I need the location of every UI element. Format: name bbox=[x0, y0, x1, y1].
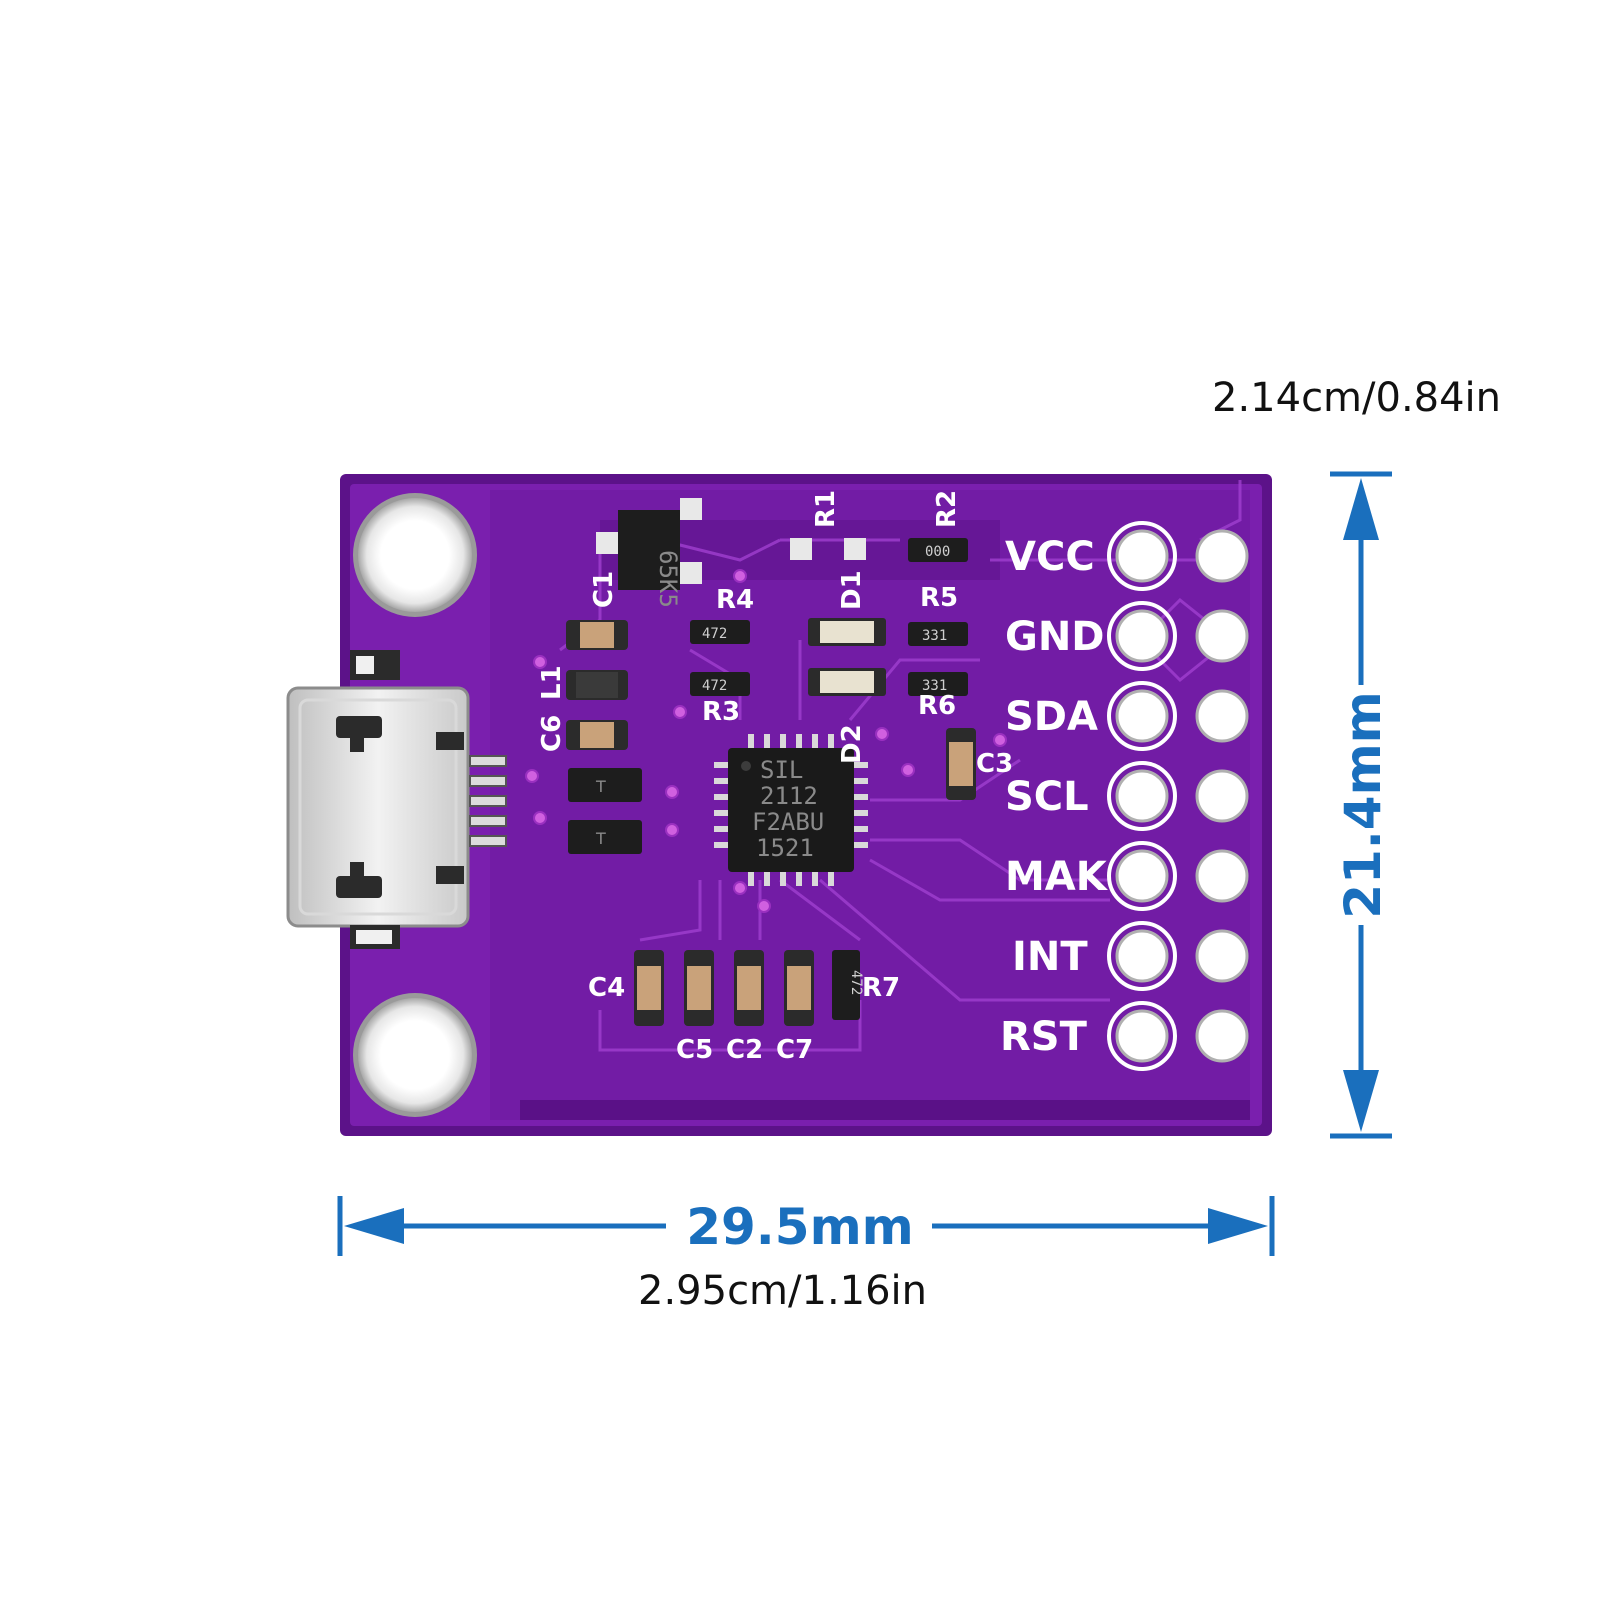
mounting-hole-bottom bbox=[353, 993, 477, 1117]
svg-text:65K5: 65K5 bbox=[654, 550, 682, 608]
resistor-r4: 472 bbox=[690, 620, 750, 644]
capacitor-c3 bbox=[946, 728, 976, 800]
svg-text:F2ABU: F2ABU bbox=[752, 808, 824, 836]
inductor-l1 bbox=[566, 670, 628, 700]
svg-text:2112: 2112 bbox=[760, 782, 818, 810]
resistor-r6: 331 bbox=[908, 672, 968, 696]
svg-text:C7: C7 bbox=[776, 1035, 813, 1065]
capacitor-c4 bbox=[634, 950, 664, 1026]
pin-label-gnd: GND bbox=[1005, 614, 1105, 660]
svg-text:C4: C4 bbox=[588, 973, 625, 1003]
svg-text:R5: R5 bbox=[920, 583, 958, 613]
main-ic-chip: SIL 2112 F2ABU 1521 bbox=[714, 734, 868, 886]
svg-text:331: 331 bbox=[922, 628, 947, 644]
silkscreen-labels: R1 R2 R4 D1 R5 C1 L1 C6 R3 D2 R6 C3 C4 C… bbox=[537, 490, 1013, 1065]
led-d2 bbox=[808, 668, 886, 696]
svg-text:T: T bbox=[595, 829, 606, 848]
transistor: 65K5 bbox=[596, 498, 702, 608]
svg-text:D1: D1 bbox=[837, 570, 867, 610]
micro-usb-connector bbox=[286, 650, 507, 949]
width-dimension-arrow bbox=[337, 1196, 1275, 1256]
svg-text:R3: R3 bbox=[702, 697, 740, 727]
capacitor-c7 bbox=[784, 950, 814, 1026]
capacitor-c2 bbox=[734, 950, 764, 1026]
svg-text:331: 331 bbox=[922, 678, 947, 694]
svg-text:472: 472 bbox=[848, 970, 864, 995]
svg-text:T: T bbox=[595, 777, 606, 796]
svg-text:SIL: SIL bbox=[760, 756, 803, 784]
svg-text:472: 472 bbox=[702, 626, 727, 642]
resistor-r2: 000 bbox=[908, 538, 968, 562]
svg-text:C2: C2 bbox=[726, 1035, 763, 1065]
mounting-hole-top bbox=[353, 493, 477, 617]
svg-text:C3: C3 bbox=[976, 749, 1013, 779]
svg-text:R7: R7 bbox=[862, 973, 900, 1003]
height-dimension-arrow bbox=[1330, 471, 1392, 1139]
svg-text:C5: C5 bbox=[676, 1035, 713, 1065]
resistor-r3: 472 bbox=[690, 672, 750, 696]
resistor-r7: 472 bbox=[832, 950, 864, 1020]
svg-text:L1: L1 bbox=[537, 665, 567, 700]
pin-label-mak: MAK bbox=[1005, 854, 1109, 900]
pin-label-rst: RST bbox=[1000, 1014, 1088, 1060]
svg-text:R1: R1 bbox=[811, 490, 841, 528]
height-measurement-label: 2.14cm/0.84in bbox=[1212, 375, 1502, 421]
pin-label-vcc: VCC bbox=[1005, 534, 1095, 580]
capacitor-c5 bbox=[684, 950, 714, 1026]
svg-text:C1: C1 bbox=[589, 571, 619, 608]
pin-label-int: INT bbox=[1012, 934, 1088, 980]
led-d1 bbox=[808, 618, 886, 646]
svg-text:R4: R4 bbox=[716, 585, 754, 615]
resistor-r1 bbox=[790, 538, 866, 560]
svg-text:R2: R2 bbox=[932, 490, 962, 528]
pin-labels: VCC GND SDA SCL MAK INT RST bbox=[1000, 534, 1109, 1060]
svg-text:472: 472 bbox=[702, 678, 727, 694]
width-measurement-label: 2.95cm/1.16in bbox=[638, 1268, 928, 1314]
diode-2: T bbox=[568, 820, 642, 854]
resistor-r5: 331 bbox=[908, 622, 968, 646]
pin-label-sda: SDA bbox=[1005, 694, 1098, 740]
pin-label-scl: SCL bbox=[1005, 774, 1089, 820]
diode-1: T bbox=[568, 768, 642, 802]
svg-text:000: 000 bbox=[925, 544, 950, 560]
header-pins bbox=[1107, 521, 1249, 1071]
capacitor-c1 bbox=[566, 620, 628, 650]
width-dimension-text: 29.5mm bbox=[686, 1198, 914, 1256]
svg-text:C6: C6 bbox=[537, 715, 567, 752]
capacitor-c6 bbox=[566, 720, 628, 750]
svg-text:R6: R6 bbox=[918, 691, 956, 721]
svg-text:1521: 1521 bbox=[756, 834, 814, 862]
height-dimension-text: 21.4mm bbox=[1334, 691, 1392, 919]
svg-text:D2: D2 bbox=[837, 724, 867, 764]
